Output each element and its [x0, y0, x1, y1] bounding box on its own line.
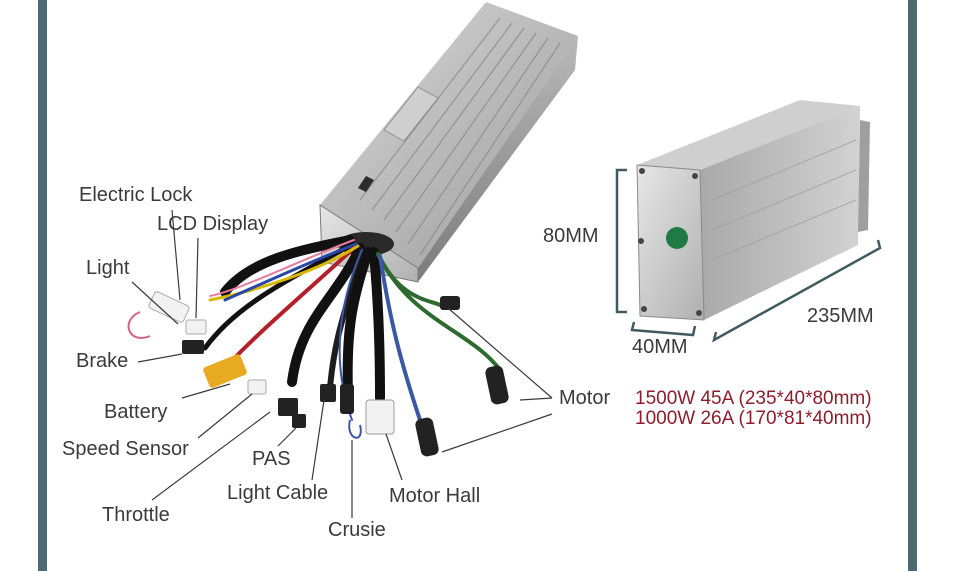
connectors — [127, 291, 509, 457]
dimension-length: 235MM — [807, 305, 874, 327]
spec-line-1: 1500W 45A (235*40*80mm) — [635, 388, 872, 409]
dimension-width: 40MM — [632, 336, 688, 358]
left-frame-bar — [38, 0, 47, 571]
dimension-height: 80MM — [543, 225, 599, 247]
label-light-cable: Light Cable — [227, 482, 329, 504]
label-crusie: Crusie — [328, 519, 386, 541]
label-electric-lock: Electric Lock — [79, 184, 193, 206]
label-lcd-display: LCD Display — [157, 213, 269, 235]
spec-line-2: 1000W 26A (170*81*40mm) — [635, 408, 872, 429]
controller-cables — [202, 235, 502, 422]
label-motor-hall: Motor Hall — [389, 485, 481, 507]
label-speed-sensor: Speed Sensor — [62, 438, 189, 460]
right-frame-bar — [908, 0, 917, 571]
label-brake: Brake — [76, 350, 129, 372]
leader-lines — [131, 209, 553, 518]
label-throttle: Throttle — [102, 504, 170, 526]
label-motor: Motor — [559, 387, 611, 409]
dimension-lines — [615, 168, 882, 343]
controller-main — [319, 2, 578, 283]
label-battery: Battery — [104, 401, 168, 423]
label-pas: PAS — [252, 448, 291, 470]
label-light: Light — [86, 257, 130, 279]
controller-secondary — [636, 100, 870, 321]
